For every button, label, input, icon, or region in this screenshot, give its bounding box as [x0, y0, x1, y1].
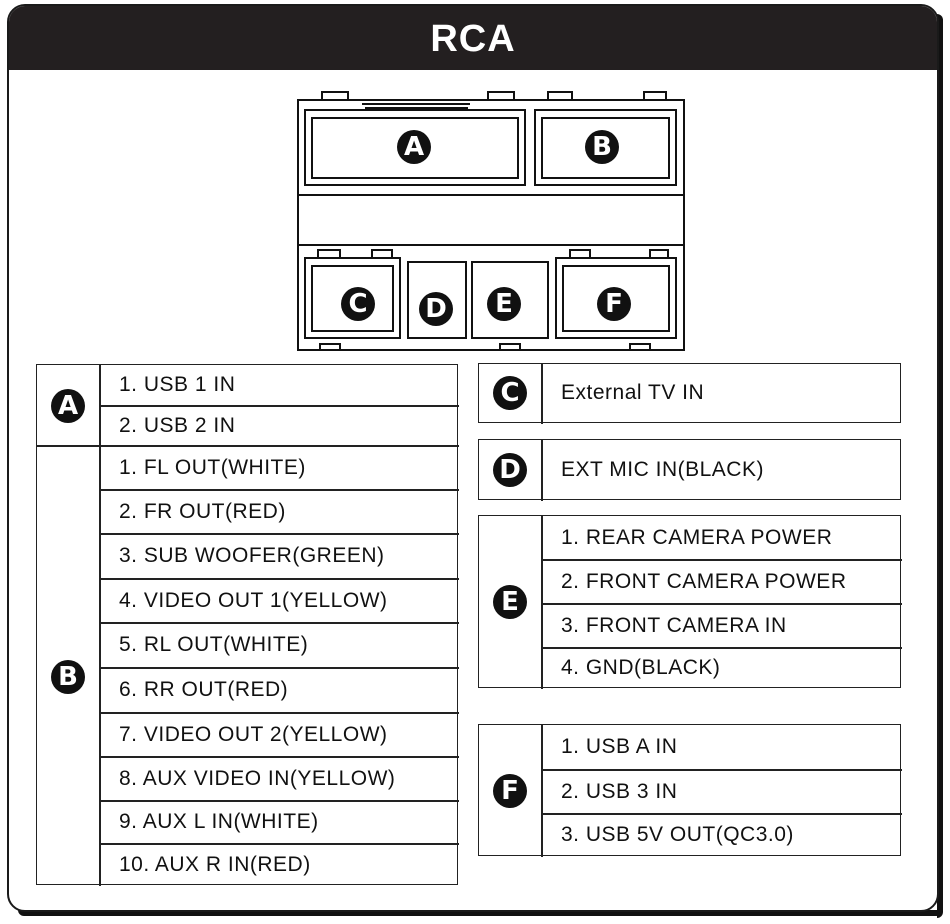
pin-row: 7. VIDEO OUT 2(YELLOW)	[119, 722, 388, 746]
table-badge-b: B	[51, 660, 85, 694]
latch	[643, 91, 667, 100]
connector-badge-e: E	[487, 287, 521, 321]
row-divider	[99, 533, 459, 535]
row-divider	[99, 800, 459, 802]
connector-badge-c: C	[341, 287, 375, 321]
connector-badge-a: A	[397, 130, 431, 164]
connector-badge-d: D	[419, 292, 453, 326]
port-e-shell	[471, 261, 549, 339]
pin-row: 6. RR OUT(RED)	[119, 678, 289, 701]
latch	[649, 249, 669, 258]
pin-row: 3. USB 5V OUT(QC3.0)	[561, 823, 794, 846]
pin-row: 1. USB 1 IN	[119, 373, 236, 396]
latch	[319, 343, 341, 350]
table-d: D EXT MIC IN(BLACK)	[478, 439, 901, 501]
connector-housing	[297, 91, 685, 351]
row-divider	[541, 813, 902, 815]
diagram-frame: RCA	[7, 4, 939, 912]
row-divider	[99, 578, 459, 580]
pin-row: 8. AUX VIDEO IN(YELLOW)	[119, 766, 396, 790]
row-divider	[541, 769, 902, 771]
port-c-inner	[311, 265, 394, 332]
column-divider	[541, 440, 543, 501]
connector-badge-b: B	[585, 130, 619, 164]
frame-shadow-bottom	[18, 910, 943, 916]
pin-row: 1. FL OUT(WHITE)	[119, 456, 306, 479]
row-divider	[541, 647, 902, 649]
pin-row: 2. USB 2 IN	[119, 414, 236, 437]
table-badge-e: E	[493, 585, 527, 619]
latch	[569, 249, 591, 258]
port-b-shell	[534, 109, 677, 186]
row-divider	[99, 667, 459, 669]
pin-row: 2. FR OUT(RED)	[119, 499, 286, 523]
title-bar: RCA	[9, 6, 937, 70]
row-divider	[99, 712, 459, 714]
latch	[321, 91, 349, 100]
housing-outline	[297, 99, 685, 351]
group-divider	[37, 445, 459, 447]
row-divider	[99, 756, 459, 758]
row-divider	[99, 405, 459, 407]
latch	[499, 343, 521, 350]
row-divider	[541, 559, 902, 561]
page-title: RCA	[430, 18, 516, 60]
column-divider	[541, 725, 543, 857]
pin-row: 2. FRONT CAMERA POWER	[561, 569, 847, 593]
table-badge-a: A	[51, 389, 85, 423]
row-divider	[99, 843, 459, 845]
port-c-shell	[304, 257, 401, 339]
table-e: E 1. REAR CAMERA POWER 2. FRONT CAMERA P…	[478, 515, 902, 689]
pin-row: 3. FRONT CAMERA IN	[561, 613, 787, 637]
pin-row: External TV IN	[561, 381, 705, 404]
latch	[371, 249, 393, 258]
pin-row: EXT MIC IN(BLACK)	[561, 457, 764, 481]
connector-badge-f: F	[597, 287, 631, 321]
row-divider	[99, 622, 459, 624]
latch	[487, 91, 515, 100]
table-f: F 1. USB A IN 2. USB 3 IN 3. USB 5V OUT(…	[478, 724, 902, 857]
row-divider	[99, 489, 459, 491]
pin-row: 2. USB 3 IN	[561, 779, 678, 803]
table-c: C External TV IN	[478, 363, 901, 424]
pin-row: 1. REAR CAMERA POWER	[561, 525, 833, 549]
port-b-inner	[541, 117, 670, 179]
table-badge-f: F	[493, 774, 527, 808]
pin-row: 4. GND(BLACK)	[561, 656, 721, 679]
pin-row: 9. AUX L IN(WHITE)	[119, 810, 319, 833]
latch	[629, 343, 651, 350]
pin-row: 5. RL OUT(WHITE)	[119, 633, 309, 656]
pin-row: 4. VIDEO OUT 1(YELLOW)	[119, 588, 388, 612]
port-a-shell	[304, 109, 526, 186]
column-divider	[541, 516, 543, 689]
port-d-shell	[407, 261, 467, 339]
table-badge-d: D	[493, 453, 527, 487]
port-f-shell	[555, 257, 677, 339]
latch	[547, 91, 573, 100]
pin-row: 3. SUB WOOFER(GREEN)	[119, 544, 385, 567]
latch	[317, 249, 341, 258]
row-divider	[541, 603, 902, 605]
pin-row: 1. USB A IN	[561, 735, 678, 758]
column-divider	[99, 365, 101, 886]
pin-row: 10. AUX R IN(RED)	[119, 853, 311, 876]
frame-shadow-right	[937, 14, 943, 918]
column-divider	[541, 364, 543, 424]
port-a-inner	[311, 117, 519, 179]
table-a-b: A 1. USB 1 IN 2. USB 2 IN B 1. FL OUT(WH…	[36, 364, 459, 886]
table-badge-c: C	[493, 376, 527, 410]
port-f-inner	[562, 265, 670, 332]
